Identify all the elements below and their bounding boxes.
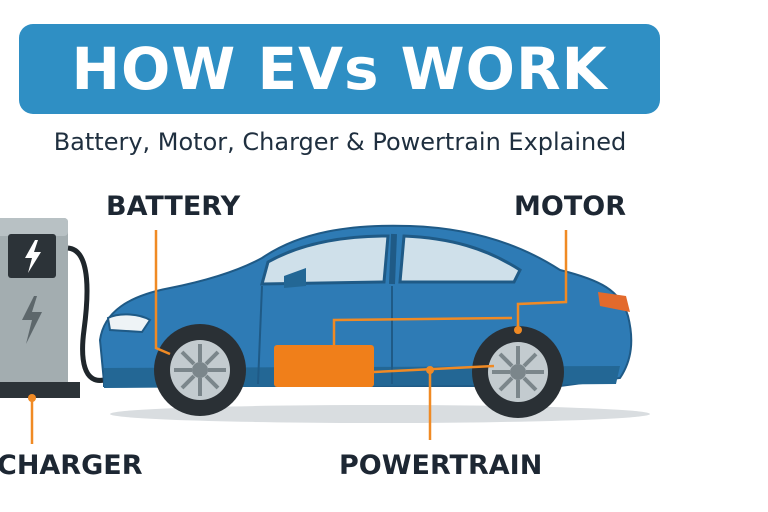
battery-label: BATTERY	[106, 191, 241, 222]
page-subtitle: Battery, Motor, Charger & Powertrain Exp…	[53, 128, 627, 156]
charging-cable	[67, 245, 105, 383]
lightning-bolt-icon	[25, 240, 41, 273]
front-window	[260, 234, 390, 286]
motor-marker	[514, 326, 522, 334]
powertrain-label: POWERTRAIN	[339, 450, 543, 481]
title-banner: HOW EVs WORK	[19, 24, 660, 114]
powertrain-marker	[426, 366, 434, 374]
charger-label: CHARGER	[0, 450, 143, 481]
motor-label: MOTOR	[514, 191, 626, 222]
leader-lines	[30, 230, 568, 444]
charging-station	[0, 218, 105, 398]
page-title: HOW EVs WORK	[71, 35, 608, 103]
tail-light	[598, 292, 630, 312]
charger-marker	[28, 394, 36, 402]
rear-window	[398, 234, 522, 284]
electric-car	[98, 224, 633, 418]
battery-pack	[274, 345, 374, 387]
lightning-bolt-icon	[22, 296, 42, 344]
headlight	[106, 313, 152, 334]
